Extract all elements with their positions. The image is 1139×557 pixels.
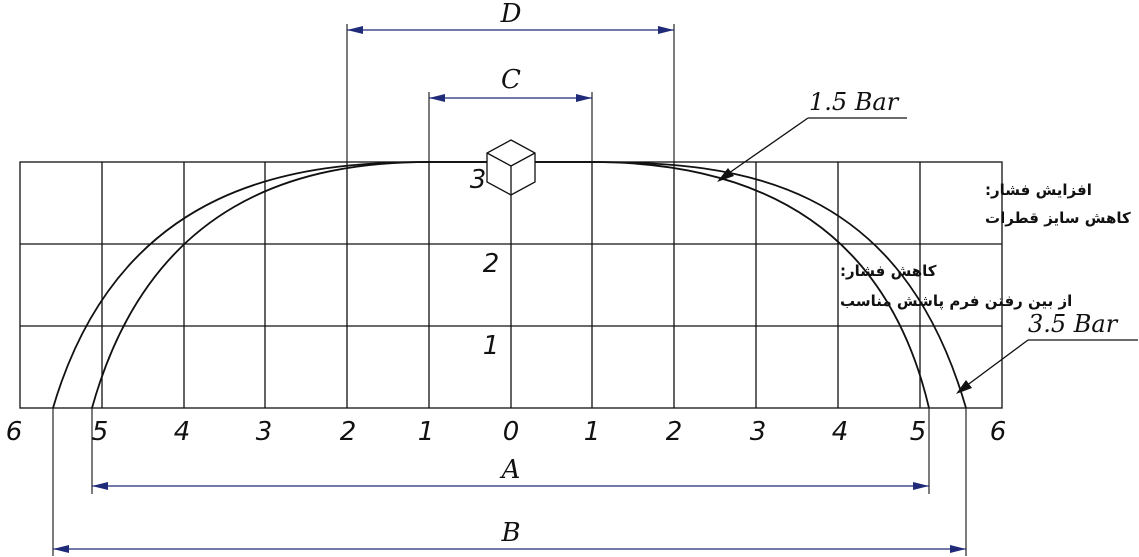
dimension-label-d: D <box>500 0 522 29</box>
x-axis-label: 4 <box>174 417 191 447</box>
arrow-left-icon <box>53 545 69 553</box>
x-axis-label: 1 <box>418 417 435 447</box>
hexagon-nozzle-icon <box>486 139 536 196</box>
x-axis-label: 1 <box>584 417 601 447</box>
dimension-a: A <box>92 455 929 490</box>
grid <box>19 161 1003 409</box>
arrow-left-icon <box>92 482 108 490</box>
arrow-left-icon <box>429 94 445 102</box>
pressure-leader-1-5-bar: 1.5 Bar <box>717 88 907 182</box>
note-decrease-title: کاهش فشار: <box>840 262 937 280</box>
dimension-label-c: C <box>501 65 521 95</box>
x-axis-label: 2 <box>340 417 357 447</box>
note-decrease-pressure: کاهش فشار: از بین رفتن فرم پاشش مناسب <box>840 262 1072 311</box>
arrow-right-icon <box>576 94 592 102</box>
x-axis-label: 5 <box>92 417 109 447</box>
arrow-right-icon <box>950 545 966 553</box>
y-axis-labels: 1 2 3 <box>470 165 500 361</box>
arrow-icon <box>956 380 972 394</box>
x-axis-label: 6 <box>990 417 1007 447</box>
note-decrease-effect: از بین رفتن فرم پاشش مناسب <box>840 292 1072 311</box>
y-axis-label: 1 <box>483 331 500 361</box>
y-axis-label: 3 <box>470 165 487 195</box>
pressure-leader-3-5-bar: 3.5 Bar <box>956 310 1138 394</box>
dimension-label-a: A <box>500 455 521 485</box>
dimension-label-b: B <box>500 518 520 548</box>
arrow-right-icon <box>913 482 929 490</box>
x-axis-label: 4 <box>832 417 849 447</box>
dimension-c: C <box>429 65 592 102</box>
x-axis-label: 5 <box>910 417 927 447</box>
note-increase-title: افزایش فشار: <box>985 181 1092 199</box>
arrow-icon <box>717 168 734 182</box>
pressure-label-low: 1.5 Bar <box>809 88 900 116</box>
x-axis-label: 3 <box>256 417 273 447</box>
note-increase-pressure: افزایش فشار: کاهش سایز قطرات <box>985 181 1131 227</box>
x-axis-labels: 6 5 4 3 2 1 0 1 2 3 4 5 6 <box>6 417 1007 447</box>
pressure-label-high: 3.5 Bar <box>1028 310 1119 338</box>
x-axis-label: 2 <box>666 417 683 447</box>
y-axis-label: 2 <box>483 249 500 279</box>
grid-columns <box>101 162 921 408</box>
extension-lines <box>52 24 967 556</box>
x-axis-label: 6 <box>6 417 23 447</box>
x-axis-label: 3 <box>750 417 767 447</box>
dimension-b: B <box>53 518 966 553</box>
x-axis-label: 0 <box>503 417 520 447</box>
note-increase-effect: کاهش سایز قطرات <box>985 209 1131 227</box>
arrow-right-icon <box>658 26 674 34</box>
dimension-d: D <box>347 0 674 34</box>
arrow-left-icon <box>347 26 363 34</box>
spray-curve-3-5-bar <box>52 161 967 409</box>
